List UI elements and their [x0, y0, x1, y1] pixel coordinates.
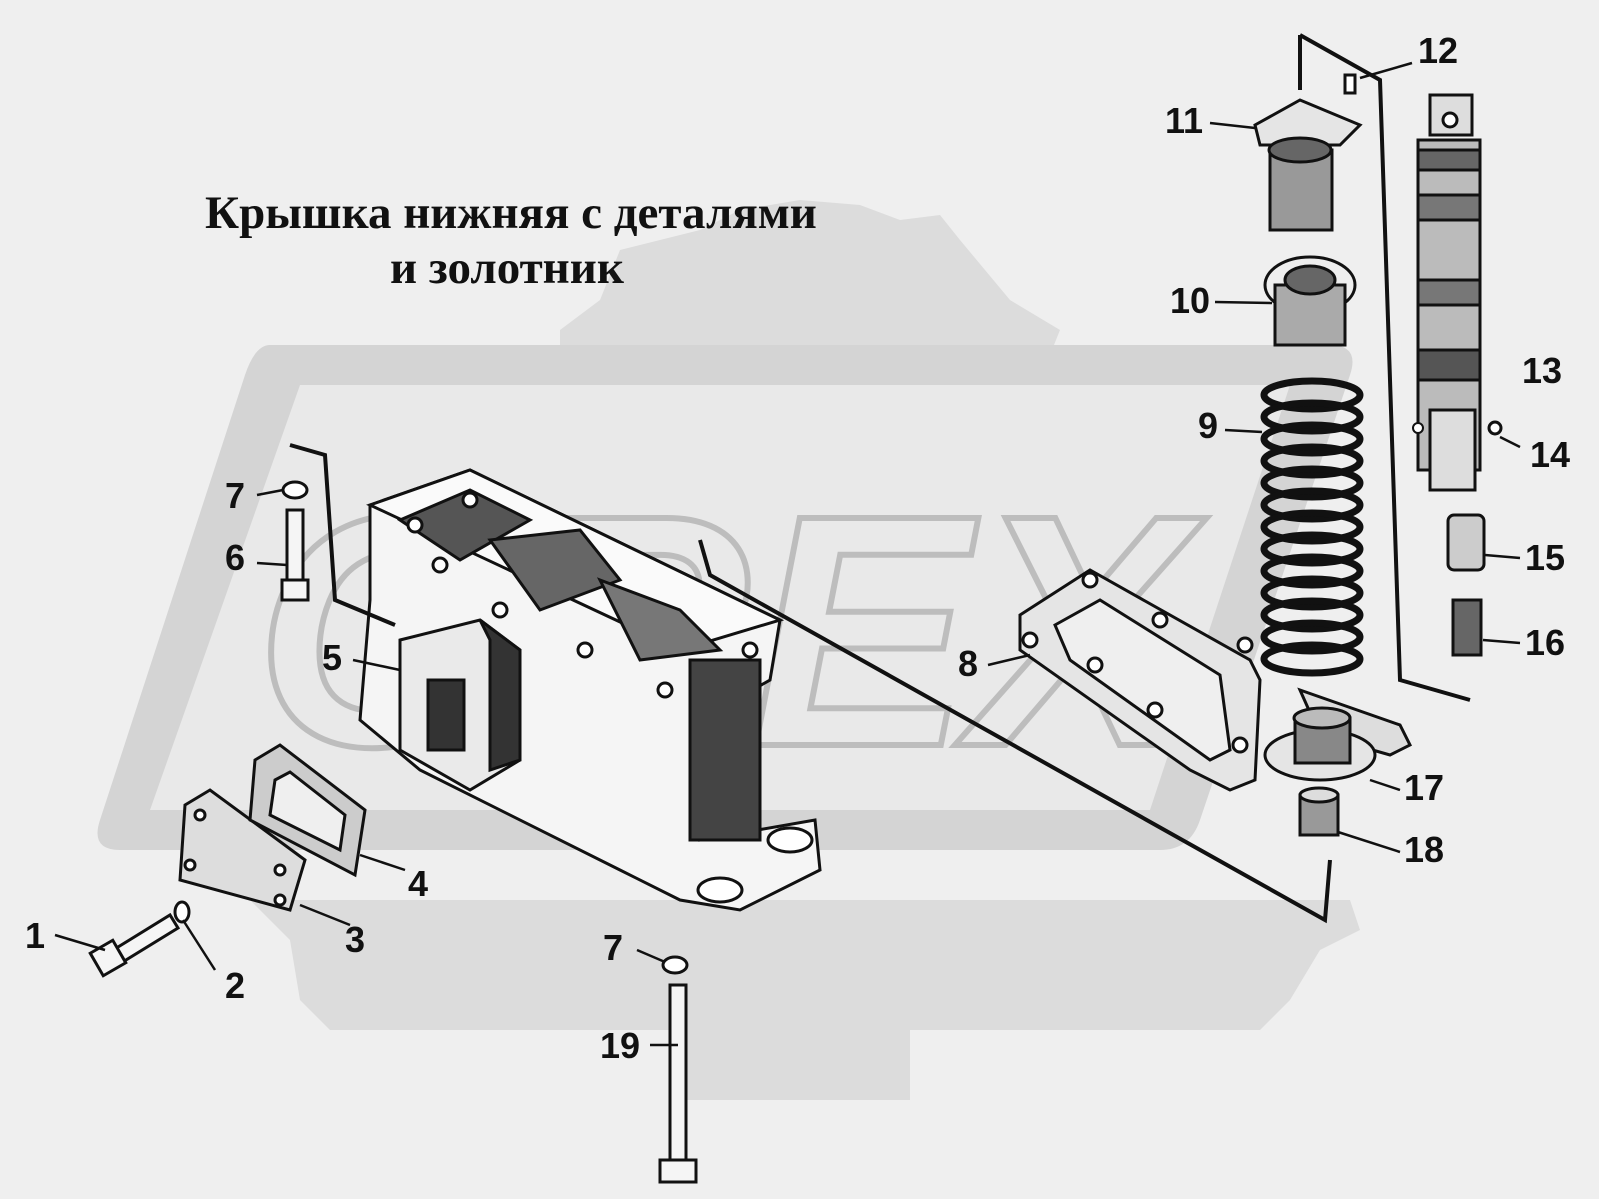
part-14-ball-hole	[1412, 422, 1424, 434]
callout-18: 18	[1404, 829, 1445, 870]
lower-cover-housing	[358, 468, 822, 912]
part-17-spring-seat	[1263, 687, 1413, 782]
spring-coil	[1260, 641, 1364, 677]
part-9-spring	[1260, 377, 1364, 677]
callout-16: 16	[1525, 622, 1566, 663]
callout-13: 13	[1522, 350, 1563, 391]
spring-coil	[1260, 399, 1364, 435]
diagram-title-line1: Крышка нижняя с деталями	[205, 187, 817, 239]
part-7-washer-top	[281, 480, 309, 500]
part-19-long-bolt	[658, 983, 698, 1184]
diagram-title-line2: и золотник	[390, 242, 624, 294]
callout-11: 11	[1165, 100, 1204, 141]
part-16-small-spring	[1451, 598, 1483, 657]
part-10-bushing	[1263, 255, 1357, 347]
part-4-gasket	[248, 743, 367, 878]
callout-2: 2	[225, 965, 246, 1006]
part-8-gasket	[1018, 568, 1262, 792]
part-14-ball	[1487, 420, 1503, 436]
callout-1: 1	[25, 915, 46, 956]
spring-coil	[1260, 377, 1364, 413]
part-15-plug	[1446, 513, 1486, 572]
part-7-washer-bottom	[661, 955, 689, 975]
callout-6: 6	[225, 537, 246, 578]
leader-lines	[54, 61, 1521, 1047]
spring-coil	[1260, 465, 1364, 501]
spring-coil	[1260, 509, 1364, 545]
part-1-bolt	[88, 912, 181, 978]
callout-7-bottom: 7	[603, 927, 624, 968]
callout-5: 5	[322, 637, 343, 678]
spring-coil	[1260, 421, 1364, 457]
spring-coil	[1260, 487, 1364, 523]
part-6-bolt	[280, 508, 310, 602]
part-18-nut	[1298, 786, 1340, 837]
spring-coil	[1260, 619, 1364, 655]
callout-8: 8	[958, 643, 979, 684]
callout-12: 12	[1418, 30, 1459, 71]
part-12-pin	[1343, 73, 1357, 95]
callout-19: 19	[600, 1025, 641, 1066]
part-3-cover-plate	[178, 788, 307, 912]
spring-coil	[1260, 443, 1364, 479]
callout-15: 15	[1525, 537, 1566, 578]
spring-coil	[1260, 553, 1364, 589]
spring-coil	[1260, 531, 1364, 567]
part-13-spool	[1416, 93, 1482, 492]
assembly-lines	[289, 33, 1471, 924]
callout-10: 10	[1170, 280, 1211, 321]
callout-9: 9	[1198, 405, 1219, 446]
part-2-washer	[173, 900, 191, 924]
callout-3: 3	[345, 919, 366, 960]
callout-7-top: 7	[225, 475, 246, 516]
callout-17: 17	[1404, 767, 1445, 808]
spring-coil	[1260, 575, 1364, 611]
spring-coil	[1260, 597, 1364, 633]
callout-14: 14	[1530, 434, 1571, 475]
part-11-sleeve	[1253, 98, 1363, 232]
callout-4: 4	[408, 863, 429, 904]
